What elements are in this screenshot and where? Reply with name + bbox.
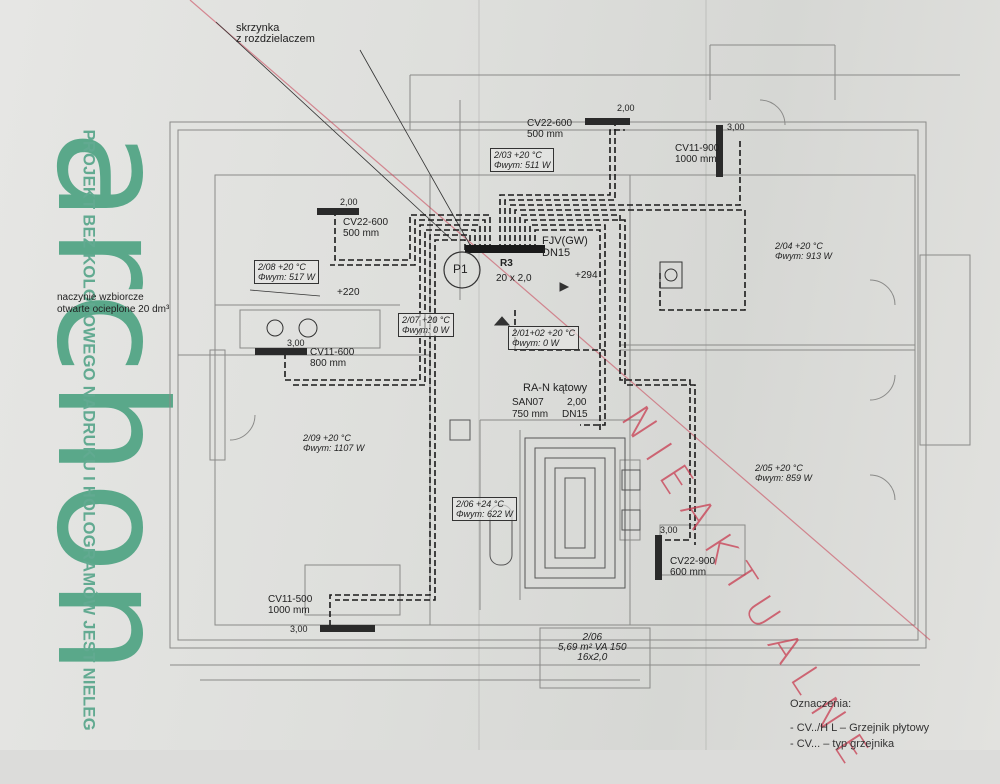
p1-marker — [443, 251, 481, 289]
wall-outlines — [169, 44, 971, 689]
radiator-value: 3,00 — [727, 122, 745, 132]
p1-label: P1 — [453, 262, 468, 276]
ra-n-label: RA-N kątowy — [523, 382, 588, 394]
legend-title: Oznaczenia: — [790, 698, 852, 710]
san07-label: SAN07 — [512, 397, 544, 408]
paper-fold — [705, 0, 707, 750]
heating-pipes — [284, 120, 746, 630]
radiator-value: 2,00 — [340, 197, 358, 207]
pipe-size-label: 20 x 2,0 — [496, 273, 532, 284]
san07-dn-label: DN15 — [562, 409, 588, 420]
san07-value-label: 2,00 — [567, 397, 587, 408]
legend-line-2: - CV... – typ grzejnika — [790, 738, 895, 750]
radiator-value: 3,00 — [660, 525, 678, 535]
fjv-label: FJV(GW) — [542, 235, 588, 247]
floor-plan — [169, 0, 971, 689]
leader-line — [215, 21, 453, 241]
leader-line — [359, 49, 471, 246]
radiator-value: 2,00 — [617, 103, 635, 113]
radiators — [255, 118, 723, 632]
diagonal-line — [189, 0, 931, 641]
paper-fold — [478, 0, 480, 750]
legend-line-1: - CV../H L – Grzejnik płytowy — [790, 722, 930, 734]
r3-label: R3 — [500, 258, 513, 269]
fjv-dn-label: DN15 — [542, 247, 571, 259]
leader-line — [249, 289, 321, 297]
manifold — [465, 245, 545, 253]
san07-length-label: 750 mm — [512, 409, 549, 420]
floor-heating-coil — [449, 419, 641, 589]
radiator-value: 3,00 — [287, 338, 305, 348]
distributor-label: skrzynka z rozdzielaczem — [236, 22, 315, 45]
level-220-label: +220 — [337, 287, 360, 298]
level-294-label: +294 — [575, 270, 598, 281]
expansion-vessel-label-1: naczynie wzbiorcze — [57, 292, 144, 303]
expansion-vessel-label-2: otwarte ocieplone 20 dm³ — [57, 304, 170, 315]
fixtures — [266, 261, 683, 338]
radiator-value: 3,00 — [290, 624, 308, 634]
